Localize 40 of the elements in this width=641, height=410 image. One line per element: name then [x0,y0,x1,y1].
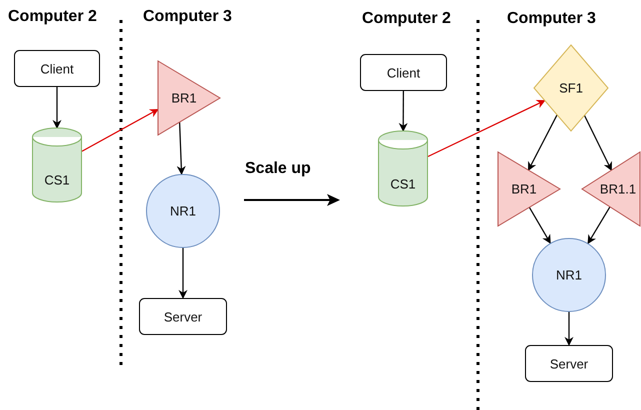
arrow [584,115,612,172]
node-label: CS1 [44,172,70,188]
database-cylinder [378,131,428,206]
node-label: BR1 [511,182,537,196]
arrow [178,248,188,299]
process-box [525,345,613,382]
node-label: Server [164,309,202,324]
column-heading: Computer 2 [8,8,97,26]
node-label: NR1 [556,268,582,282]
arrow [176,122,186,175]
decision-diamond [534,45,608,131]
node-label: CS1 [390,176,416,192]
database-cylinder [32,128,82,202]
arrow [52,87,62,129]
node-circle [532,238,606,312]
node-label: NR1 [170,204,196,218]
node-circle [146,174,220,248]
transition-label: Scale up [245,160,311,178]
node-label: Client [386,65,420,80]
node-label: BR1.1 [600,182,636,196]
process-box [14,50,100,87]
column-heading: Computer 3 [143,8,232,26]
arrow [588,206,610,244]
node-label: Server [550,356,588,371]
arrow [564,312,574,346]
arrow [528,206,551,244]
column-heading: Computer 2 [362,10,451,28]
router-triangle [158,61,220,135]
arrow [398,91,408,132]
column-heading: Computer 3 [507,10,596,28]
arrow [82,108,159,152]
node-label: BR1 [171,90,197,106]
process-box [139,298,227,335]
arrow [528,114,558,171]
arrow [428,100,546,158]
node-label: SF1 [559,80,583,96]
router-triangle [498,152,560,226]
process-box [360,54,447,91]
node-label: Client [40,61,74,76]
router-triangle [582,152,640,226]
